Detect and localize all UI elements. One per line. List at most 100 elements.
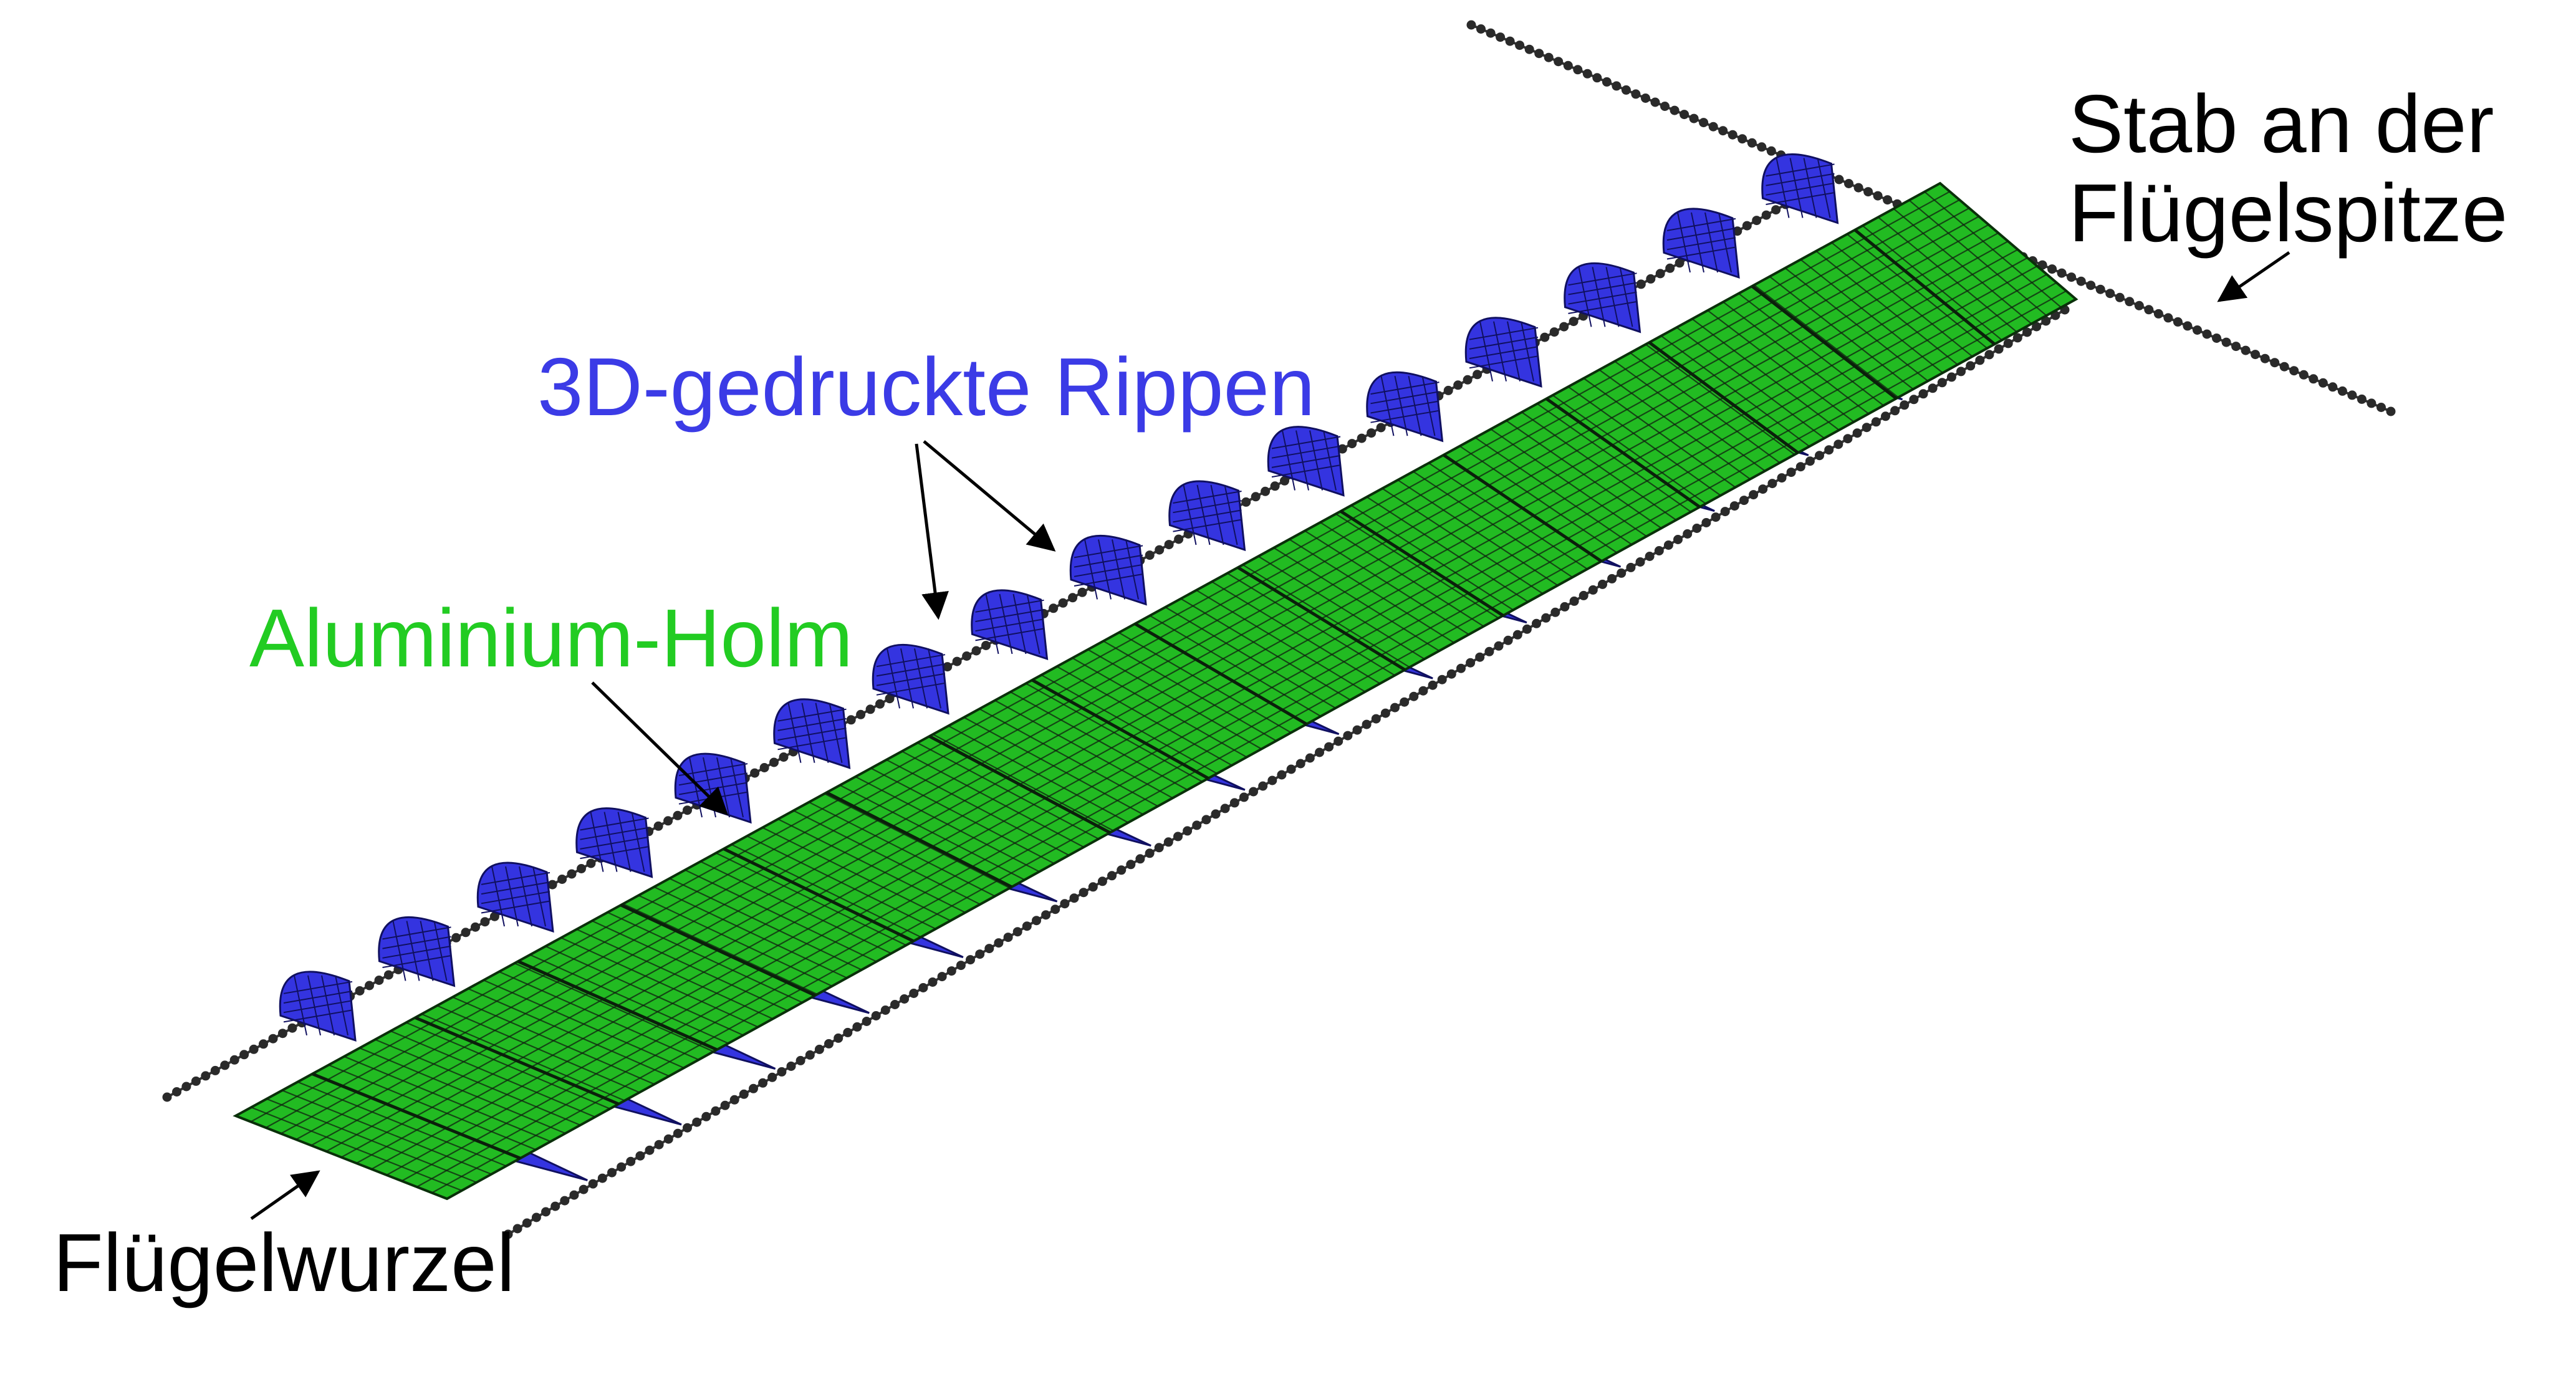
rod-node <box>1833 439 1843 449</box>
rib-cap-hatch <box>777 708 847 722</box>
rib-section-line <box>1340 509 1504 617</box>
rod-node <box>1251 492 1261 502</box>
rod-node <box>1853 183 1863 193</box>
rod-node <box>512 1224 522 1234</box>
rod-node <box>966 955 975 965</box>
rib-cap-hatch <box>1666 228 1736 241</box>
rod-node <box>2153 309 2163 319</box>
rod-node <box>749 1083 758 1093</box>
rod-node <box>2357 394 2367 404</box>
rod-node <box>1380 708 1390 718</box>
rod-node <box>597 1173 607 1183</box>
rod-node <box>918 983 928 992</box>
rod-node <box>739 1089 749 1099</box>
rod-node <box>1758 484 1768 494</box>
rib-cap-hatch <box>1691 212 1704 273</box>
rod-node <box>779 752 789 762</box>
rod-node <box>557 875 567 884</box>
rib-cap-hatch <box>631 812 645 872</box>
rib-cap-hatch <box>580 846 649 860</box>
rib-cap-hatch <box>1469 355 1539 369</box>
rod-node <box>617 1162 627 1172</box>
rod-node <box>229 1055 239 1065</box>
rod-node <box>191 1076 201 1086</box>
rod-node <box>1145 550 1155 560</box>
rod-node <box>2183 321 2193 331</box>
rib-section-line <box>1443 453 1603 563</box>
rib-cap-hatch <box>999 593 1013 655</box>
rod-node <box>2003 338 2013 348</box>
rod-node <box>683 1123 692 1133</box>
rod-node <box>865 704 875 714</box>
ribs-leader-2 <box>923 440 1056 552</box>
rod-node <box>579 1184 589 1194</box>
rod-node <box>1559 322 1569 332</box>
rod-node <box>1163 837 1173 847</box>
rib-cap-hatch <box>1125 539 1139 600</box>
rib-cap-hatch <box>1098 539 1112 600</box>
rod-node <box>1305 753 1315 763</box>
rib-cap-hatch <box>1074 574 1143 587</box>
rod-node <box>1135 854 1145 864</box>
rib-cap-hatch <box>876 682 946 696</box>
rod-node <box>758 1078 768 1088</box>
rib-cap-hatch <box>481 900 550 914</box>
rod-node <box>2347 390 2357 400</box>
rod-node <box>871 1011 881 1020</box>
rod-node <box>852 1022 862 1032</box>
rod-node <box>1512 630 1522 640</box>
rod-node <box>1428 680 1438 690</box>
rod-node <box>2041 316 2051 326</box>
rod-node <box>805 1050 815 1060</box>
rib-cap-hatch <box>1817 158 1831 218</box>
rod-node <box>1550 607 1560 617</box>
rib-cap-hatch <box>829 703 843 763</box>
rod-node <box>2289 366 2299 376</box>
rod-node <box>1871 417 1881 427</box>
rod-node <box>1834 175 1844 185</box>
rod-node <box>1592 73 1602 83</box>
rod-node <box>786 1061 796 1071</box>
rib-cap-hatch <box>580 827 649 840</box>
rod-node <box>1174 534 1184 544</box>
rod-node <box>1635 557 1645 567</box>
rod-node <box>1771 205 1781 215</box>
rod-node <box>1241 497 1251 507</box>
rod-node <box>181 1082 191 1092</box>
rib-cap-hatch <box>1568 282 1637 295</box>
rod-node <box>1544 52 1554 62</box>
rod-node <box>1636 279 1646 289</box>
rod-node <box>1692 524 1702 533</box>
rod-node <box>862 1017 872 1026</box>
rib-cap-hatch <box>887 648 900 709</box>
rod-node <box>1107 871 1117 881</box>
rod-node <box>1097 876 1107 886</box>
rod-node <box>1650 97 1660 107</box>
rib-cap-hatch <box>433 921 448 981</box>
rod-node <box>1473 370 1483 380</box>
ribs-label: 3D-gedruckte Rippen <box>537 341 1315 433</box>
rib-cap-hatch <box>1789 158 1804 218</box>
rod-node <box>1466 20 1476 30</box>
rod-node <box>1239 792 1249 802</box>
rib-cap-hatch <box>1568 272 1637 286</box>
rod-node <box>1994 344 2004 354</box>
rod-node <box>1739 496 1749 506</box>
rod-node <box>1607 574 1617 583</box>
rod-node <box>1909 395 1919 405</box>
rib-cap-hatch <box>1666 218 1736 231</box>
rod-node <box>645 1145 655 1155</box>
rod-node <box>567 869 577 879</box>
rib-cap-hatch <box>1370 391 1439 405</box>
rib-cap-hatch <box>481 881 550 895</box>
rib-cap-hatch <box>1323 430 1337 491</box>
rod-node <box>1852 428 1862 438</box>
rod-node <box>937 972 947 982</box>
rod-node <box>2134 300 2144 310</box>
rod-node <box>1229 798 1239 808</box>
rod-node <box>1777 473 1787 483</box>
rib-cap-hatch <box>1271 464 1341 478</box>
rod-node <box>1077 587 1087 597</box>
rib-cap-hatch <box>1271 445 1341 459</box>
rib-section-line <box>1545 397 1701 509</box>
